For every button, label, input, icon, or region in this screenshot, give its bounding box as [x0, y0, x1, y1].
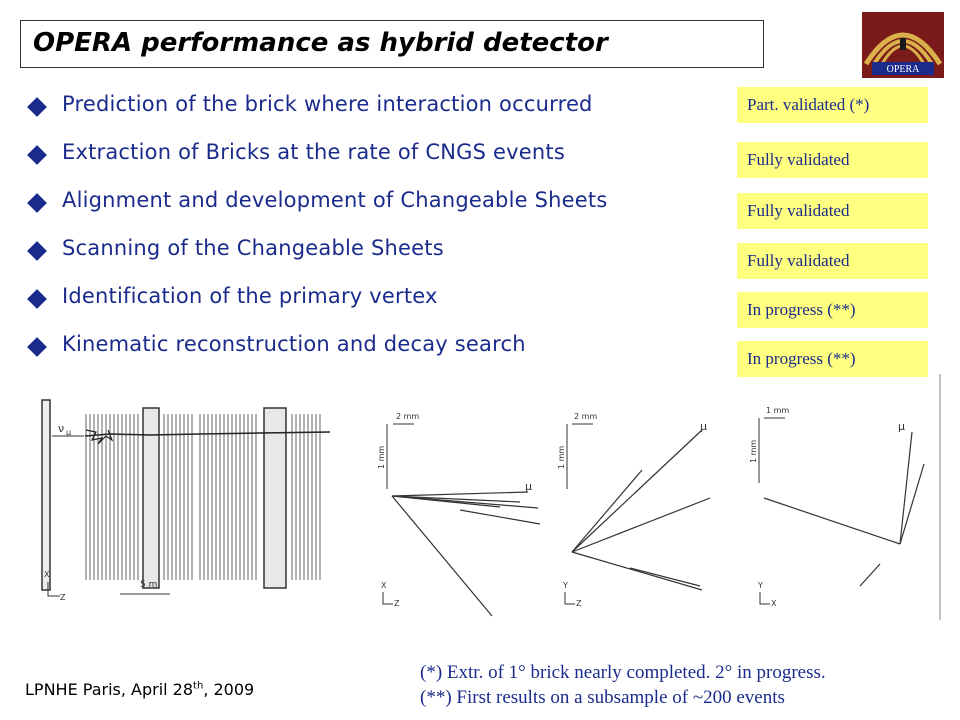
scale-label: 2 mm	[396, 412, 419, 421]
axis-label: Z	[394, 599, 400, 608]
diamond-bullet-icon	[27, 193, 47, 213]
diamond-bullet-icon	[27, 241, 47, 261]
axis-label: Z	[60, 593, 66, 602]
footer-text: LPNHE Paris, April 28	[25, 680, 194, 699]
status-label: Fully validated	[747, 201, 850, 220]
bullet-text: Prediction of the brick where interactio…	[62, 92, 593, 116]
footer-sup: th	[193, 680, 204, 692]
logo-text: OPERA	[887, 64, 921, 75]
bullet-text: Kinematic reconstruction and decay searc…	[62, 332, 526, 356]
axis-label: X	[381, 581, 387, 590]
bullet-text: Alignment and development of Changeable …	[62, 188, 608, 212]
footnotes: (*) Extr. of 1° brick nearly completed. …	[420, 660, 826, 710]
status-badge: In progress (**)	[737, 292, 928, 328]
muon-label: μ	[898, 420, 905, 433]
vertex-panel-1: 2 mm 1 mm μ X Z	[377, 412, 541, 617]
bullet-text: Scanning of the Changeable Sheets	[62, 236, 444, 260]
axis-label: X	[44, 570, 50, 579]
page-title: OPERA performance as hybrid detector	[33, 28, 608, 58]
scale-label: 1 mm	[557, 446, 566, 469]
status-label: Fully validated	[747, 251, 850, 270]
vertex-panel-3: 1 mm 1 mm μ Y X	[749, 374, 941, 620]
opera-logo-icon: OPERA	[862, 12, 944, 78]
scale-label: 1 mm	[766, 406, 789, 415]
axis-label: Y	[562, 581, 568, 590]
scale-label: 2 mm	[574, 412, 597, 421]
scale-label: 1 mm	[749, 440, 758, 463]
axis-label: Y	[757, 581, 763, 590]
title-box: OPERA performance as hybrid detector	[20, 20, 764, 68]
diamond-bullet-icon	[27, 337, 47, 357]
footer-location-date: LPNHE Paris, April 28th, 2009	[25, 680, 254, 699]
status-badge: Part. validated (*)	[737, 87, 928, 123]
status-label: Part. validated (*)	[747, 95, 870, 114]
axis-label: X	[771, 599, 777, 608]
vertex-panel-2: 2 mm 1 mm μ Y Z	[557, 412, 711, 608]
status-badge: Fully validated	[737, 142, 928, 178]
status-label: In progress (**)	[747, 300, 856, 319]
bullet-text: Identification of the primary vertex	[62, 284, 438, 308]
footnote: (*) Extr. of 1° brick nearly completed. …	[420, 662, 826, 683]
diamond-bullet-icon	[27, 289, 47, 309]
diamond-bullet-icon	[27, 97, 47, 117]
scale-label: 5 m	[140, 580, 157, 590]
diamond-bullet-icon	[27, 145, 47, 165]
bullet-text: Extraction of Bricks at the rate of CNGS…	[62, 140, 565, 164]
status-badge: Fully validated	[737, 193, 928, 229]
status-badge: In progress (**)	[737, 341, 928, 377]
footnote: (**) First results on a subsample of ~20…	[420, 687, 785, 708]
scale-label: 1 mm	[377, 446, 386, 469]
neutrino-label: ν	[58, 422, 64, 435]
detector-view: ν μ	[41, 399, 331, 602]
neutrino-sub-label: μ	[66, 428, 71, 437]
axis-label: Z	[576, 599, 582, 608]
status-label: In progress (**)	[747, 349, 856, 368]
status-label: Fully validated	[747, 150, 850, 169]
status-badge: Fully validated	[737, 243, 928, 279]
muon-label: μ	[700, 420, 707, 433]
footer-suffix: , 2009	[203, 680, 255, 699]
event-display-figure: ν μ	[41, 374, 941, 620]
muon-label: μ	[525, 480, 532, 493]
